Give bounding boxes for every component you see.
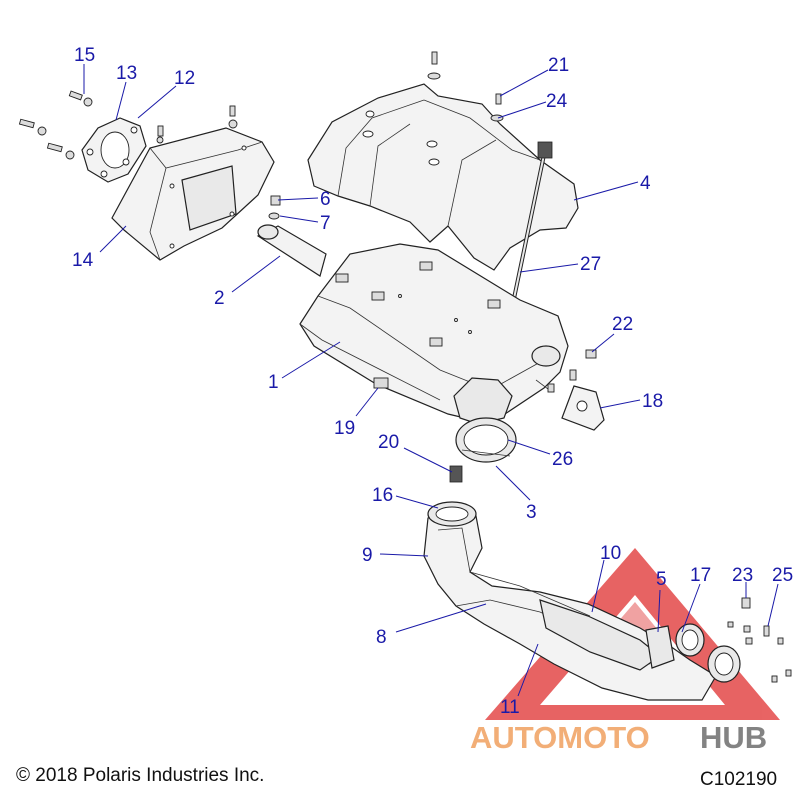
watermark-text: AUTOMOTO HUB (470, 720, 767, 755)
callout-24: 24 (546, 91, 568, 112)
callout-1: 1 (268, 372, 279, 393)
callout-20: 20 (378, 432, 399, 453)
callout-26: 26 (552, 449, 573, 470)
callout-17: 17 (690, 565, 711, 586)
bolts-21-24 (427, 51, 504, 122)
leader-lines (83, 64, 779, 697)
callout-6: 6 (320, 189, 331, 210)
watermark-text-hub: HUB (700, 720, 767, 755)
bolts-top-left (18, 90, 238, 160)
diagram-code: C102190 (700, 769, 777, 790)
callout-8: 8 (376, 627, 387, 648)
callout-10: 10 (600, 543, 621, 564)
callout-labels: 15 13 12 14 6 7 2 21 24 4 27 1 22 18 19 … (72, 45, 793, 718)
part-8-9-header-pipe (423, 501, 741, 701)
callout-15: 15 (74, 45, 95, 66)
watermark-text-automoto: AUTOMOTO (470, 720, 650, 755)
part-12-13-flange (81, 117, 147, 183)
part-18-bracket (547, 369, 605, 431)
bolt-22 (585, 349, 597, 359)
callout-9: 9 (362, 545, 373, 566)
callout-5: 5 (656, 569, 667, 590)
callout-23: 23 (732, 565, 753, 586)
callout-25: 25 (772, 565, 793, 586)
part-2-cone-shield (256, 224, 327, 277)
callout-22: 22 (612, 314, 633, 335)
part-20-clip (449, 465, 463, 483)
callout-18: 18 (642, 391, 663, 412)
part-4-upper-shield (307, 83, 579, 271)
part-1-muffler (299, 243, 569, 425)
callout-7: 7 (320, 213, 331, 234)
copyright-text: © 2018 Polaris Industries Inc. (16, 765, 264, 786)
callout-4: 4 (640, 173, 651, 194)
callout-2: 2 (214, 288, 225, 309)
callout-14: 14 (72, 250, 94, 271)
callout-27: 27 (580, 254, 601, 275)
part-14-heat-shield (111, 127, 275, 261)
callout-11: 11 (500, 697, 520, 718)
part-26-clamp (455, 417, 517, 463)
callout-12: 12 (174, 68, 195, 89)
callout-19: 19 (334, 418, 355, 439)
callout-16: 16 (372, 485, 393, 506)
bolts-6-7 (268, 195, 281, 220)
callout-3: 3 (526, 502, 537, 523)
callout-13: 13 (116, 63, 137, 84)
part-19-bracket (373, 377, 389, 389)
callout-21: 21 (548, 55, 569, 76)
hardware-23-25 (727, 597, 792, 683)
